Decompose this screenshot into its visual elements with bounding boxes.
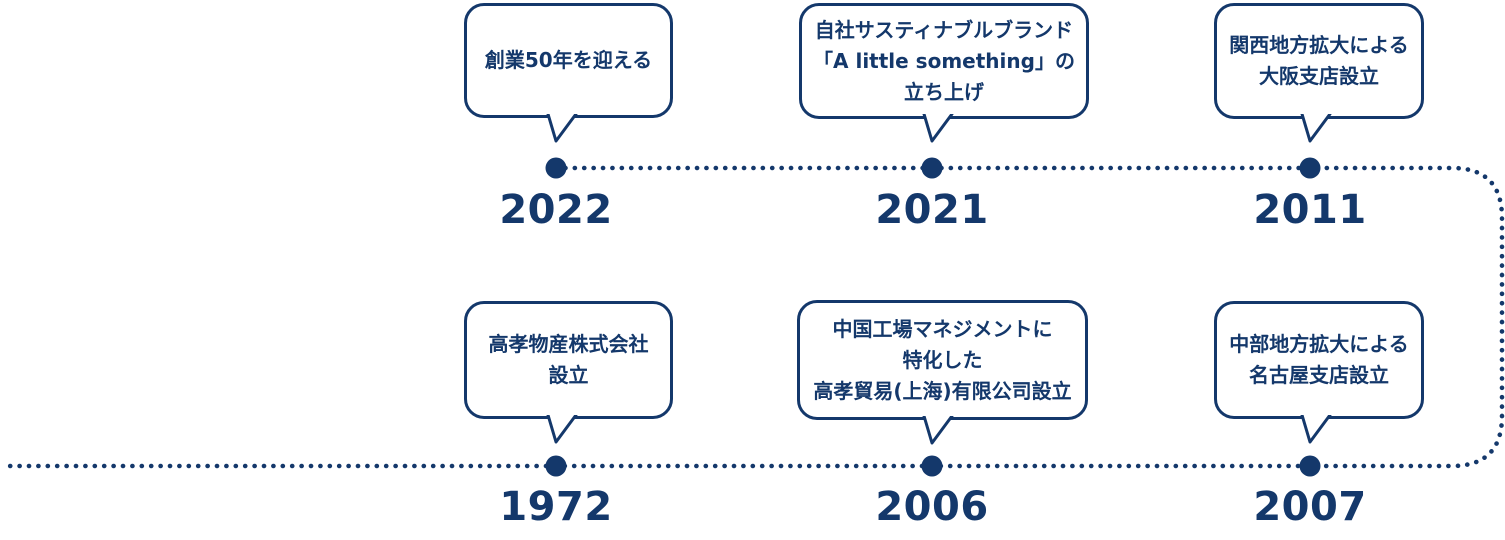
event-text-line: 名古屋支店設立 bbox=[1249, 363, 1389, 387]
timeline-dot-2021 bbox=[921, 157, 943, 179]
year-label-2011: 2011 bbox=[1253, 187, 1367, 233]
event-bubble-2006: 中国工場マネジメントに 特化した 高孝貿易(上海)有限公司設立 bbox=[797, 300, 1088, 420]
event-bubble-2022: 創業50年を迎える bbox=[464, 3, 673, 118]
event-text-line: 自社サスティナブルブランド bbox=[814, 17, 1074, 42]
event-text-line: 中国工場マネジメントに bbox=[832, 316, 1053, 341]
event-text-line: 創業50年を迎える bbox=[484, 48, 653, 72]
event-bubble-1972: 高孝物産株式会社 設立 bbox=[464, 301, 673, 419]
timeline-dot-1972 bbox=[545, 455, 567, 477]
bubble-tail-icon bbox=[546, 114, 578, 143]
year-label-2007: 2007 bbox=[1253, 484, 1367, 530]
event-text-line: 関西地方拡大による bbox=[1229, 33, 1409, 57]
bubble-tail-icon bbox=[1300, 114, 1332, 143]
bubble-tail-icon bbox=[546, 415, 578, 444]
timeline-dot-2007 bbox=[1299, 455, 1321, 477]
event-bubble-2021: 自社サスティナブルブランド 「A little something」の 立ち上げ bbox=[799, 3, 1089, 119]
event-text-line: 高孝貿易(上海)有限公司設立 bbox=[813, 378, 1072, 403]
year-label-2022: 2022 bbox=[499, 187, 613, 233]
year-label-1972: 1972 bbox=[499, 484, 613, 530]
event-text-line: 高孝物産株式会社 bbox=[488, 332, 649, 356]
bubble-tail-icon bbox=[1300, 415, 1332, 444]
event-text-line: 設立 bbox=[548, 363, 589, 387]
timeline-dot-2011 bbox=[1299, 157, 1321, 179]
year-label-2021: 2021 bbox=[875, 187, 989, 233]
timeline-dot-2022 bbox=[545, 157, 567, 179]
event-bubble-2007: 中部地方拡大による 名古屋支店設立 bbox=[1214, 301, 1424, 419]
year-label-2006: 2006 bbox=[875, 484, 989, 530]
event-bubble-2011: 関西地方拡大による 大阪支店設立 bbox=[1214, 3, 1424, 119]
event-text-line: 「A little something」の bbox=[813, 48, 1075, 73]
bubble-tail-icon bbox=[922, 114, 954, 143]
bubble-tail-icon bbox=[922, 416, 954, 445]
event-text-line: 特化した bbox=[902, 347, 983, 372]
event-text-line: 大阪支店設立 bbox=[1259, 64, 1379, 88]
event-text-line: 立ち上げ bbox=[903, 79, 984, 104]
timeline-dot-2006 bbox=[921, 455, 943, 477]
event-text-line: 中部地方拡大による bbox=[1229, 332, 1409, 356]
